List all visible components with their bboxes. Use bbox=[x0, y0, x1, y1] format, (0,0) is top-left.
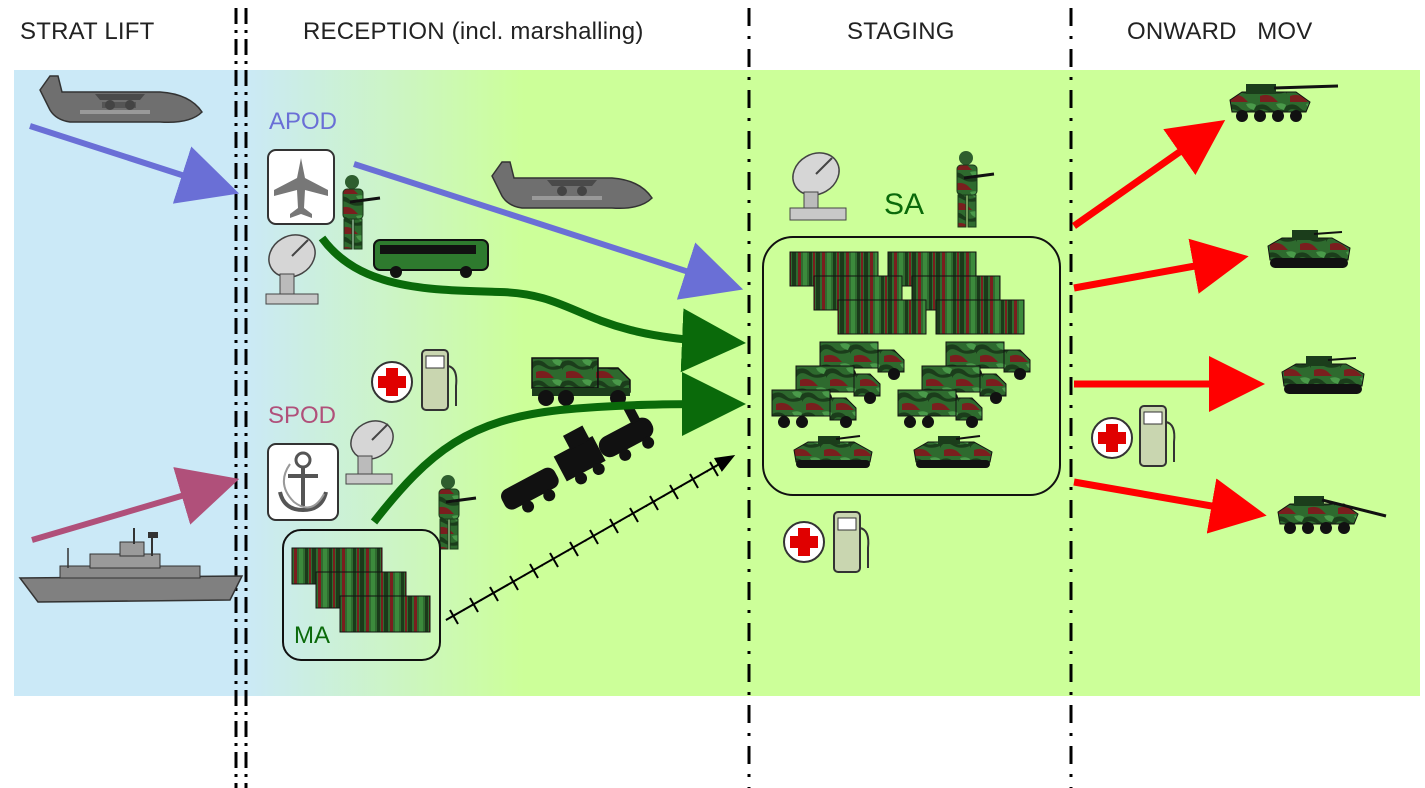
container-icon bbox=[935, 299, 1025, 335]
ma-label: MA bbox=[294, 622, 330, 649]
ship-icon bbox=[18, 528, 244, 603]
container-stack-sa bbox=[789, 251, 1025, 335]
apod-label: APOD bbox=[269, 108, 338, 135]
medical-cross-icon bbox=[371, 361, 413, 403]
medical-cross-icon bbox=[1091, 417, 1133, 459]
soldier-icon bbox=[438, 475, 477, 550]
tank-icon bbox=[1281, 356, 1365, 394]
military-truck-icon bbox=[771, 389, 857, 428]
transport-aircraft-icon bbox=[39, 75, 203, 124]
satellite-dish-icon bbox=[265, 234, 319, 305]
container-stack-ma bbox=[291, 547, 431, 633]
satellite-dish-icon bbox=[345, 420, 394, 485]
soldier-icon bbox=[342, 175, 381, 250]
soldier-icon bbox=[956, 151, 995, 228]
header-onward-mov: ONWARD MOV bbox=[1127, 18, 1313, 45]
spod-inbound-arrow bbox=[31, 467, 240, 543]
military-truck-icon bbox=[897, 389, 983, 428]
armored-vehicle-icon bbox=[1277, 496, 1387, 534]
armored-vehicle-icon bbox=[793, 435, 873, 468]
apod-flow-arrow bbox=[318, 235, 746, 373]
anchor-symbol-icon bbox=[267, 443, 339, 521]
apod-to-staging-arrow bbox=[353, 161, 744, 300]
onward-arrow-1 bbox=[1071, 119, 1226, 229]
railway-ties bbox=[449, 461, 719, 625]
locomotive-icon bbox=[501, 403, 655, 513]
medical-cross-icon bbox=[783, 521, 825, 563]
transport-aircraft-icon bbox=[491, 161, 653, 210]
fuel-pump-icon bbox=[421, 349, 458, 411]
sa-label: SA bbox=[884, 188, 925, 221]
onward-arrow-2 bbox=[1073, 238, 1249, 294]
satellite-dish-icon bbox=[789, 152, 847, 221]
truck-fleet-sa bbox=[771, 341, 1031, 428]
bus-icon bbox=[373, 239, 489, 278]
header-reception: RECEPTION (incl. marshalling) bbox=[303, 18, 644, 45]
ma-flow-arrow bbox=[370, 372, 746, 525]
spod-label: SPOD bbox=[268, 402, 337, 429]
airplane-symbol-icon bbox=[267, 149, 335, 225]
divider-strat-reception bbox=[234, 8, 248, 788]
tank-icon bbox=[1267, 230, 1351, 268]
container-icon bbox=[837, 299, 927, 335]
staging-area-box bbox=[762, 236, 1061, 496]
armored-vehicle-icon bbox=[913, 435, 993, 468]
marshalling-area-box bbox=[282, 529, 441, 661]
fuel-pump-icon bbox=[1139, 405, 1176, 467]
armored-vehicle-icon bbox=[1229, 84, 1339, 122]
apod-inbound-arrow bbox=[29, 123, 240, 204]
header-staging: STAGING bbox=[847, 18, 955, 45]
military-truck-icon bbox=[531, 357, 631, 406]
onward-arrow-4 bbox=[1073, 478, 1267, 534]
header-strat-lift: STRAT LIFT bbox=[20, 18, 155, 45]
container-icon bbox=[339, 595, 431, 633]
fuel-pump-icon bbox=[833, 511, 870, 573]
